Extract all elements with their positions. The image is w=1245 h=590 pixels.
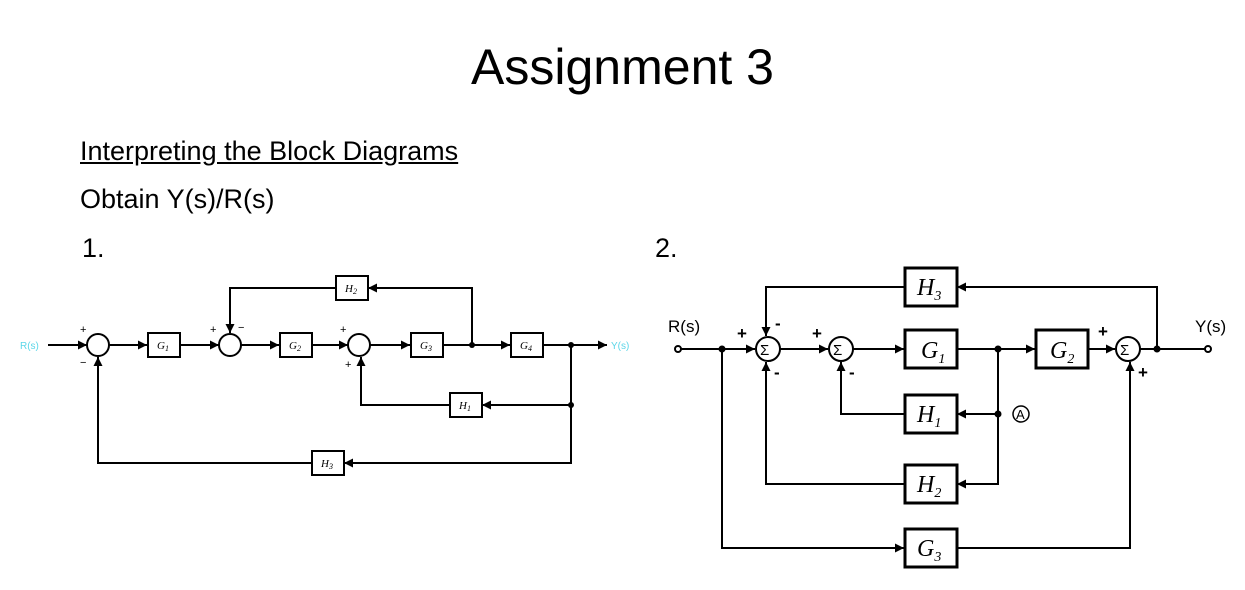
d2-g3-text: G3	[917, 536, 941, 565]
section-heading: Interpreting the Block Diagrams	[80, 136, 459, 166]
d2-line-to-g3	[721, 349, 904, 553]
d2-node-a-marker	[1012, 405, 1030, 423]
d2-line-g3-to-s3	[957, 362, 1135, 549]
d1-labels: R(s) Y(s) + − + − + + G1 G2 G3 G4 H2 H1 …	[20, 283, 629, 471]
d2-h2-text: H2	[916, 472, 941, 501]
d2-sign: -	[849, 363, 855, 382]
d2-g1-text: G1	[921, 338, 945, 367]
d1-sum-junction-3	[347, 333, 371, 357]
d2-line-to-h3	[957, 282, 1158, 349]
d2-node-dot	[1153, 345, 1161, 353]
d1-sign: +	[345, 359, 351, 371]
d1-node-dot	[469, 342, 475, 348]
d1-sum-junction-1	[86, 333, 110, 357]
d1-output-label: Y(s)	[611, 341, 629, 352]
task-instruction: Obtain Y(s)/R(s)	[80, 184, 275, 214]
d2-output-label: Y(s)	[1195, 317, 1226, 336]
d2-input-label: R(s)	[668, 317, 700, 336]
d2-sign: +	[1098, 322, 1108, 341]
d2-sign: -	[775, 314, 781, 333]
d1-g1-text: G1	[157, 340, 169, 353]
d1-sum-junction-2	[218, 333, 242, 357]
d1-line-h2-to-s2	[225, 287, 336, 333]
d2-sign: +	[737, 324, 747, 343]
d1-line-to-h3	[344, 405, 572, 468]
d2-sign: +	[1138, 363, 1148, 382]
diagram2	[674, 266, 1212, 569]
d1-line-h3-to-s1	[93, 357, 312, 464]
d1-sign: +	[80, 324, 86, 336]
d2-node-dot	[994, 410, 1002, 418]
d2-labels: R(s) Y(s) Σ Σ Σ + - - + - + + G1 G2 H3 H…	[668, 275, 1226, 565]
d2-node-dot	[994, 345, 1002, 353]
d2-line-h3-to-s1	[761, 286, 905, 336]
d1-node-dot	[568, 342, 574, 348]
d1-input-label: R(s)	[20, 341, 39, 352]
d1-g3-text: G3	[420, 340, 432, 353]
d2-node-a-label: A	[1016, 407, 1025, 422]
d2-node-dot	[718, 345, 726, 353]
d1-line-h1-to-s3	[356, 357, 450, 406]
d1-line-to-h2	[368, 283, 473, 345]
d1-h2-text: H2	[344, 283, 357, 296]
d2-sum-symbol: Σ	[760, 342, 769, 359]
d1-junction-dots	[469, 342, 574, 408]
d2-h1-text: H1	[916, 402, 941, 431]
d1-line-to-h1	[482, 345, 572, 410]
d2-sum-symbol: Σ	[833, 342, 842, 359]
diagram1	[48, 275, 607, 476]
d2-junction-dots	[718, 345, 1161, 418]
d2-sum-symbol: Σ	[1120, 342, 1129, 359]
diagram2-number: 2.	[655, 233, 678, 263]
d2-g2-text: G2	[1050, 338, 1074, 367]
d2-output-terminal	[1204, 345, 1212, 353]
d2-line-to-h1	[957, 349, 999, 419]
d2-sign: +	[812, 324, 822, 343]
d2-input-terminal	[674, 345, 682, 353]
d1-h3-text: H3	[320, 458, 333, 471]
d1-sign: +	[340, 324, 346, 336]
d2-sign: -	[774, 363, 780, 382]
diagram1-number: 1.	[82, 233, 105, 263]
page-title: Assignment 3	[471, 39, 774, 95]
d1-sign: −	[80, 357, 86, 369]
d1-g4-text: G4	[520, 340, 532, 353]
d1-g2-text: G2	[289, 340, 301, 353]
d2-line-h1-to-s2	[836, 362, 905, 415]
d2-h3-text: H3	[916, 275, 941, 304]
d1-node-dot	[568, 402, 574, 408]
d2-line-h2-to-s1	[761, 362, 905, 485]
d1-h1-text: H1	[458, 400, 471, 413]
d1-sign: −	[238, 322, 244, 334]
d1-sign: +	[210, 324, 216, 336]
d2-line-to-h2	[957, 414, 999, 489]
